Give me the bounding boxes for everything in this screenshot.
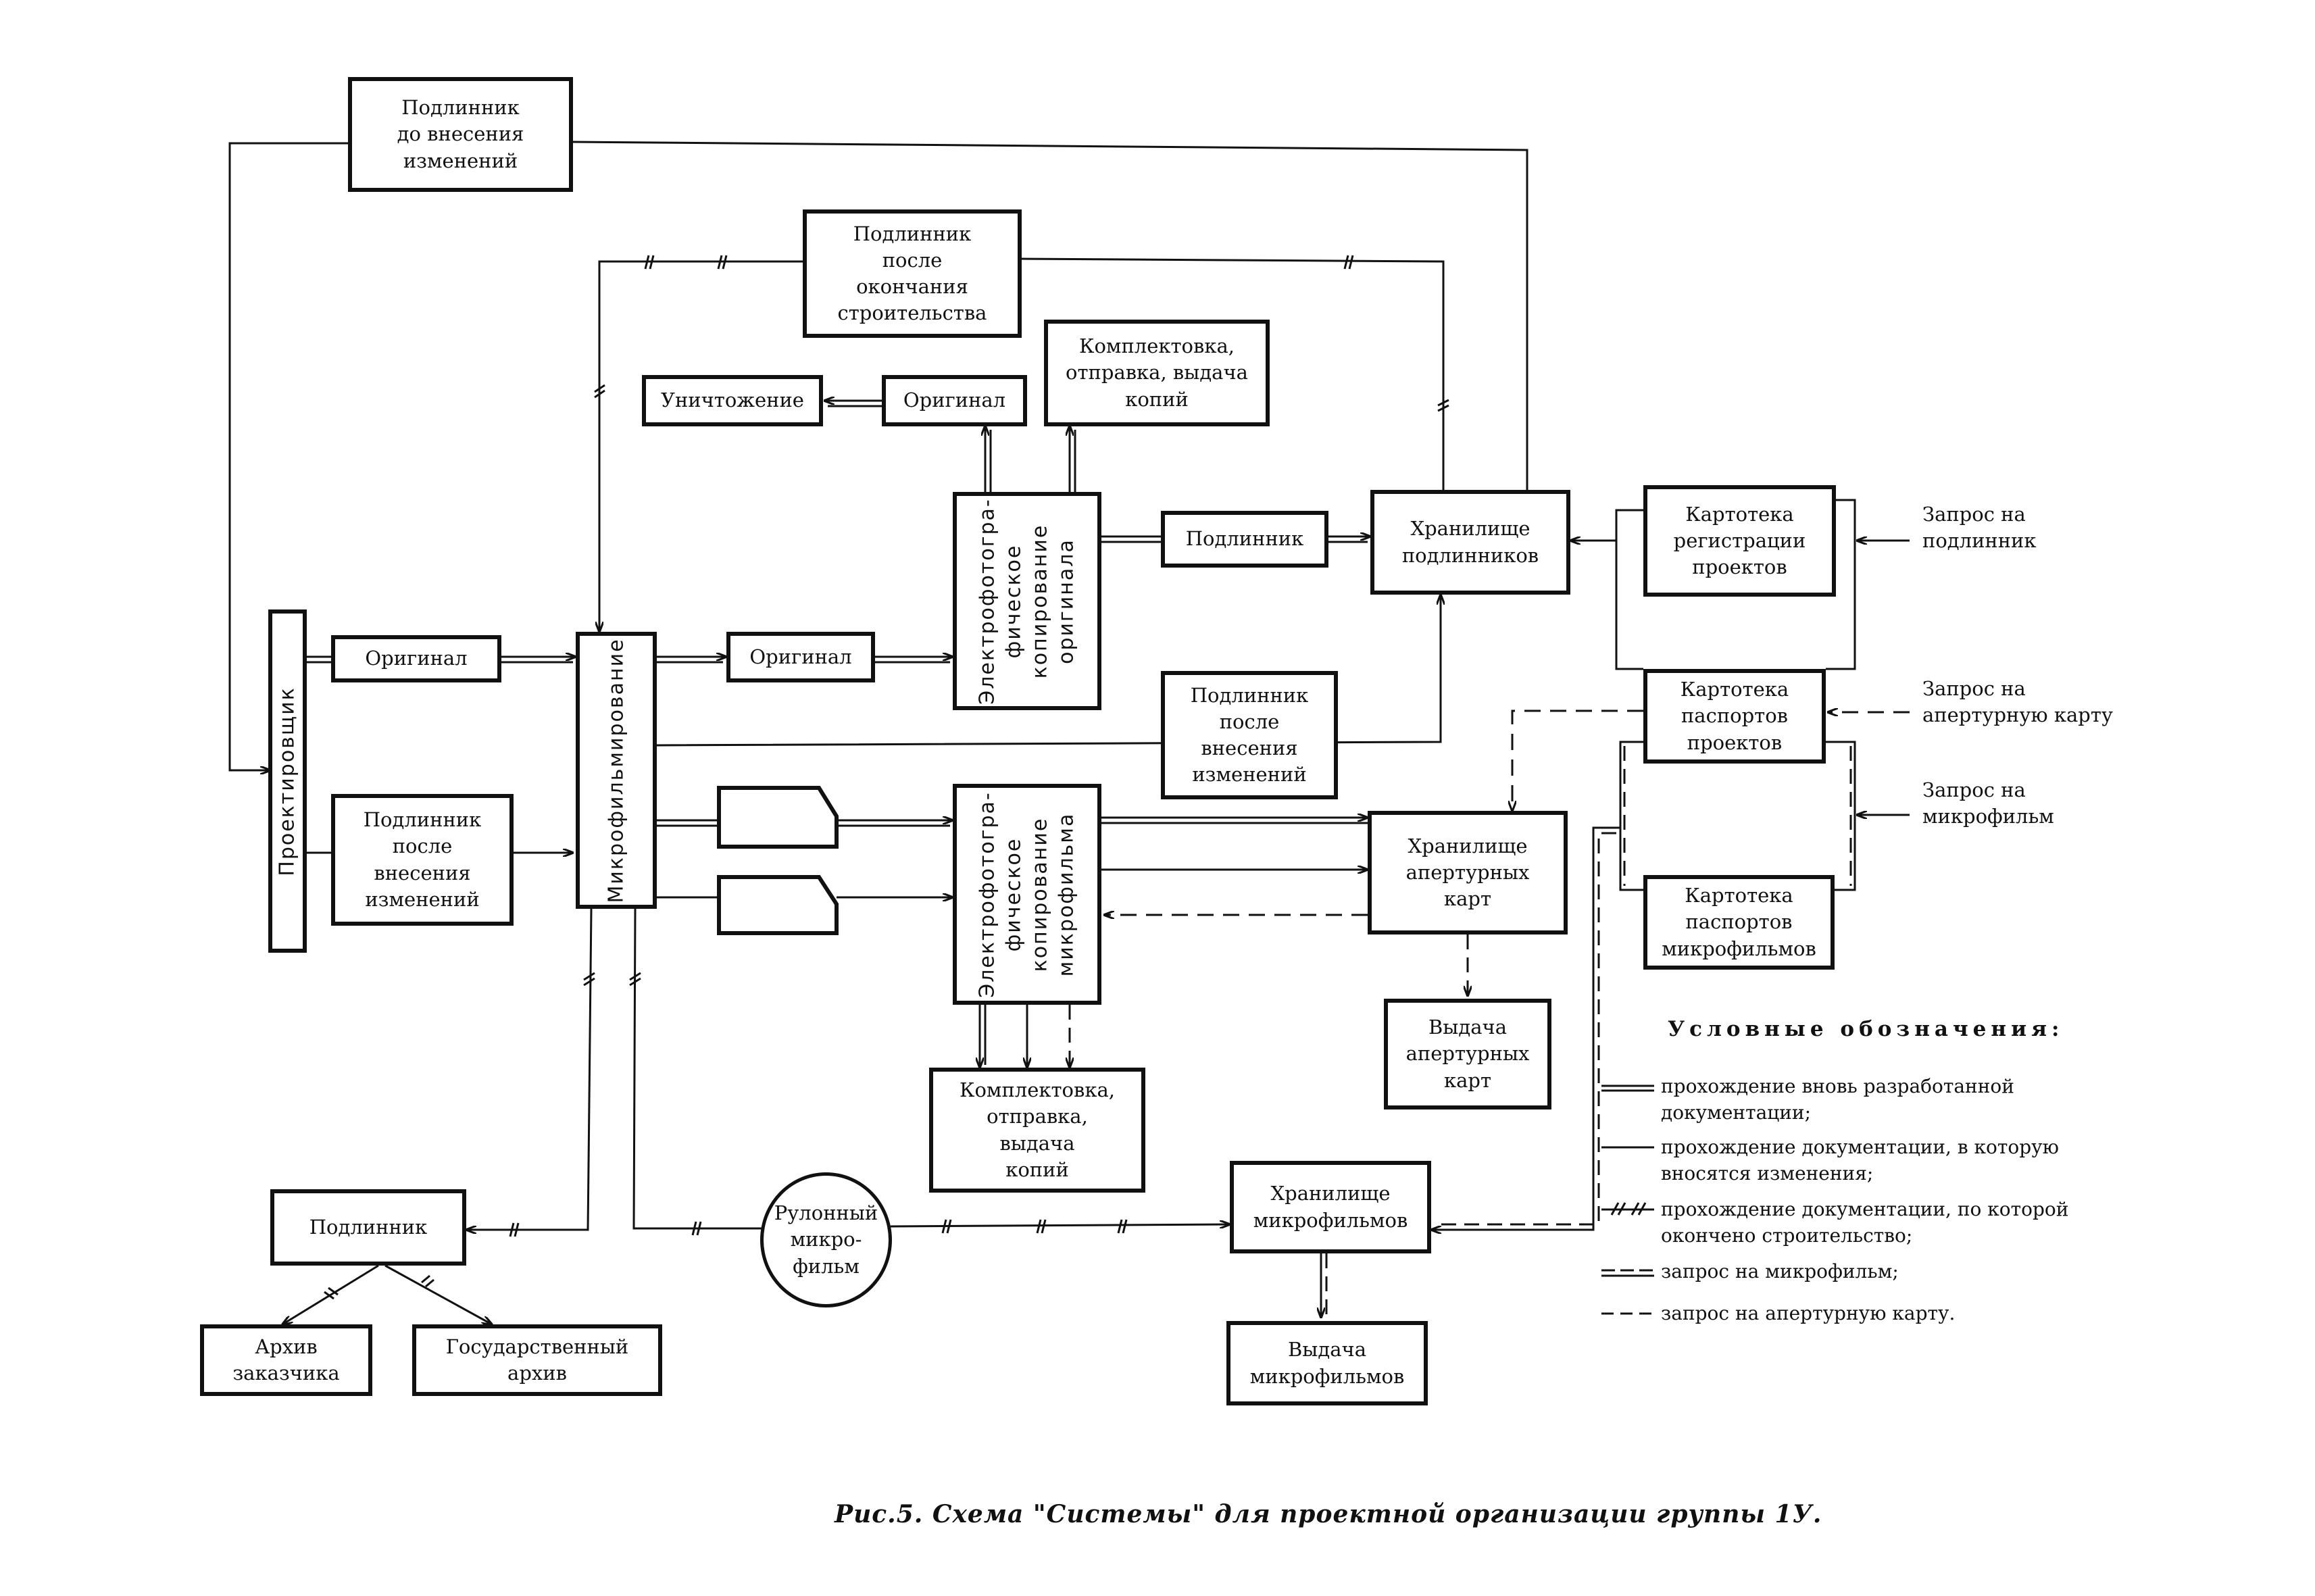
- flow-mikrofilm-to-khran-podl: [656, 595, 1441, 747]
- legend-symbols: [1601, 1084, 1654, 1315]
- flow-podl-to-arkhiv-zak: [282, 1264, 379, 1324]
- flow-rulonny-to-khran-mikro: [890, 1224, 1230, 1226]
- label-zapros-mikrofilm: Запрос на микрофильм: [1922, 778, 2054, 828]
- node-podlinnik-posle-vneseniya-mid: Подлинник после внесения изменений: [1161, 671, 1338, 799]
- node-gos-arkhiv: Государственный архив: [412, 1324, 662, 1396]
- node-proektirovshchik: Проектировщик: [268, 609, 307, 953]
- node-podlinnik-bottom: Подлинник: [270, 1189, 466, 1266]
- legend-item-new-docs: прохождение вновь разработанной документ…: [1661, 1075, 2014, 1124]
- flow-pasp-to-khran-mikro-2: [1435, 832, 1616, 1226]
- legend-item-microfilm-request: запрос на микрофильм;: [1661, 1260, 1899, 1282]
- aperture-card-icon-1: [717, 786, 839, 849]
- flow-mikrofilm-to-rulonny: [632, 908, 762, 1230]
- node-komplektovka-top: Комплектовка, отправка, выдача копий: [1044, 320, 1270, 426]
- node-arkhiv-zakazchika: Архив заказчика: [200, 1324, 372, 1396]
- link-pasp-mikro-left: [1619, 741, 1643, 891]
- node-unichtozhenie: Уничтожение: [642, 375, 823, 426]
- node-komplektovka-bottom: Комплектовка, отправка, выдача копий: [929, 1068, 1145, 1193]
- hatch-marks-okonch: [594, 255, 1449, 412]
- node-proektirovshchik-label: Проектировщик: [276, 686, 299, 876]
- flow-podl-to-gos-arkhiv: [384, 1264, 492, 1324]
- flow-mikrofilm-to-podl-bottom: [466, 908, 593, 1230]
- legend-item-construction-done: прохождение документации, по которой око…: [1661, 1198, 2069, 1247]
- node-original-mid: Оригинал: [726, 632, 875, 682]
- node-mikrofilmirovanie: Микрофильмирование: [576, 632, 657, 909]
- flow-podl-do-to-khran: [572, 141, 1528, 490]
- node-podlinnik-posle-okonchaniya: Подлинник после окончания строительства: [803, 209, 1022, 338]
- node-original-left: Оригинал: [331, 635, 501, 682]
- legend-item-changes: прохождение документации, в которую внос…: [1661, 1136, 2059, 1185]
- flow-pasp-to-khran-mikro: [1431, 826, 1620, 1230]
- hatch-marks-bottom: [509, 972, 1128, 1237]
- node-kartoteka-pasportov-mikrofilmov: Картотека паспортов микрофильмов: [1643, 875, 1835, 970]
- node-electro-kopirovanie-originala-label: Электрофотогра- фическое копирование ори…: [976, 497, 1079, 705]
- node-khranilishche-mikrofilmov: Хранилище микрофильмов: [1230, 1161, 1431, 1253]
- flow-okonch-to-mikrofilm: [599, 260, 803, 632]
- node-mikrofilmirovanie-label: Микрофильмирование: [604, 637, 628, 903]
- node-electro-kopirovanie-mikrofilma: Электрофотогра- фическое копирование мик…: [953, 784, 1101, 1005]
- legend-title: Условные обозначения:: [1668, 1017, 2064, 1041]
- node-kartoteka-pasportov-proektov: Картотека паспортов проектов: [1643, 669, 1826, 764]
- node-rulonny-mikrofilm: Рулонный микро- фильм: [760, 1172, 892, 1307]
- node-podlinnik-mid: Подлинник: [1161, 511, 1328, 568]
- node-vydacha-apertur: Выдача апертурных карт: [1384, 999, 1551, 1109]
- node-kartoteka-registratsii: Картотека регистрации проектов: [1643, 485, 1836, 597]
- node-podlinnik-posle-vneseniya-left: Подлинник после внесения изменений: [331, 794, 514, 926]
- node-original-top: Оригинал: [882, 375, 1027, 426]
- figure-caption: Рис.5. Схема "Системы" для проектной орг…: [835, 1500, 1822, 1528]
- aperture-card-icon-2: [717, 875, 839, 935]
- hatch-marks-archive: [324, 1274, 434, 1300]
- node-electro-kopirovanie-mikrofilma-label: Электрофотогра- фическое копирование мик…: [976, 791, 1079, 998]
- legend-item-aperture-request: запрос на апертурную карту.: [1661, 1302, 1956, 1324]
- node-khranilishche-podlinnikov: Хранилище подлинников: [1370, 490, 1570, 595]
- flow-okonch-to-khran: [1021, 257, 1445, 490]
- link-pasp-mikro-right: [1826, 741, 1856, 891]
- node-vydacha-mikrofilmov: Выдача микрофильмов: [1226, 1321, 1428, 1405]
- link-kartoteka-reg-pasp-right: [1826, 499, 1856, 670]
- label-zapros-podlinnik: Запрос на подлинник: [1922, 503, 2037, 553]
- flow-podl-do-to-proekt: [228, 142, 348, 770]
- aperture-window-icon-1: [738, 804, 758, 826]
- link-kartoteka-reg-pasp: [1615, 509, 1643, 670]
- node-electro-kopirovanie-originala: Электрофотогра- фическое копирование ори…: [953, 492, 1101, 710]
- flow-pasp-to-apert: [1512, 709, 1643, 811]
- aperture-window-icon-2: [738, 893, 758, 915]
- node-podlinnik-do-vneseniya: Подлинник до внесения изменений: [348, 77, 573, 192]
- label-zapros-apertur: Запрос на апертурную карту: [1922, 677, 2113, 727]
- node-khranilishche-apertur: Хранилище апертурных карт: [1368, 811, 1568, 934]
